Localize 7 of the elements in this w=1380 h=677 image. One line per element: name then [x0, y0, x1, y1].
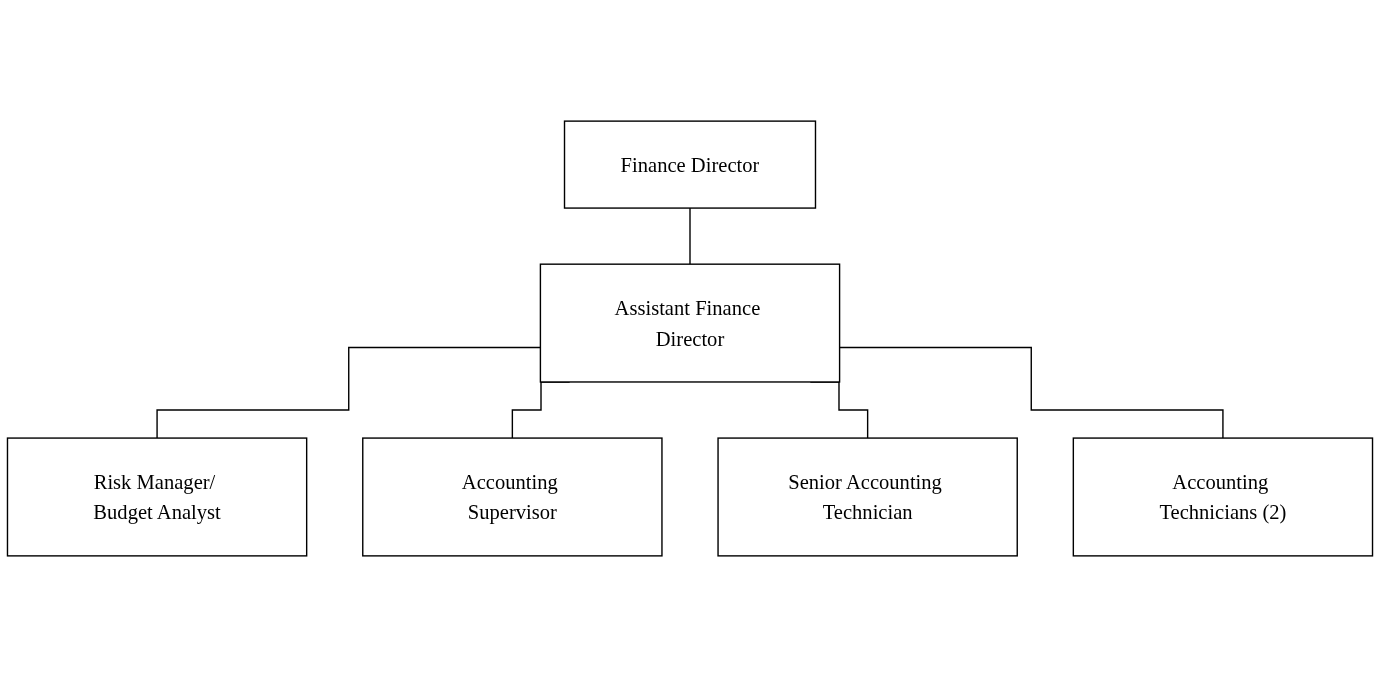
node-box: Finance Director — [563, 120, 817, 209]
node-box: Risk Manager/ Budget Analyst — [6, 437, 308, 557]
node-box: Assistant Finance Director — [539, 263, 841, 383]
node-box: Accounting Supervisor — [362, 437, 663, 557]
connector — [689, 207, 691, 265]
node-box: Accounting Technicians (2) — [1072, 437, 1374, 557]
node-box: Senior Accounting Technician — [717, 437, 1018, 557]
